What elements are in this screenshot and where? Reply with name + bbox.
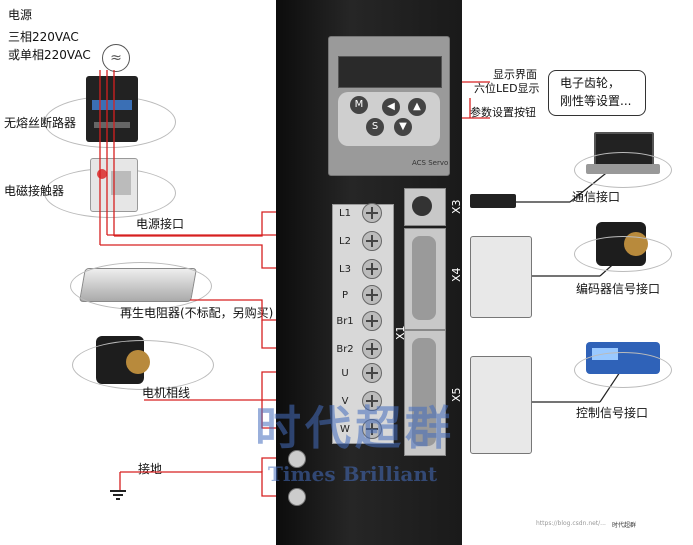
down-key[interactable]: ▼ [394,118,412,136]
terminal-screw [362,363,382,383]
x3-label: X3 [450,199,463,214]
encoder-ring [574,236,672,272]
breaker-icon [86,76,138,142]
terminal-label-br1: Br1 [336,316,354,327]
callout-line-1: 电子齿轮， [560,76,621,90]
encoder-port-label: 编码器信号接口 [576,282,661,296]
power-port-label: 电源接口 [136,217,185,231]
usb-cable-icon [470,194,516,208]
terminal-label-p: P [341,290,349,301]
power-three-phase: 三相220VAC [8,30,79,44]
terminal-screw [362,311,382,331]
control-plug-icon [470,356,532,454]
terminal-screw [362,419,382,439]
x5-dsub [412,338,436,446]
breaker-label: 无熔丝断路器 [4,116,77,130]
footer-url: https://blog.csdn.net/... [536,520,606,527]
terminal-label-l2: L2 [339,236,351,247]
left-key[interactable]: ◀ [382,98,400,116]
terminal-label-l3: L3 [339,264,351,275]
resistor-ring [70,262,212,310]
x4-dsub [412,236,436,320]
power-single-phase: 或单相220VAC [8,48,91,62]
ground-screw [288,488,306,506]
terminal-screw [362,231,382,251]
led-display [338,56,442,88]
callout-line-2: 刚性等设置... [560,94,632,108]
drive-model: ACS Servo [412,159,449,167]
x3-port [412,196,432,216]
x4-label: X4 [450,267,463,282]
contactor-label: 电磁接触器 [4,184,65,198]
terminal-screw [362,203,382,223]
laptop-ring [574,152,672,188]
terminal-screw [362,391,382,411]
terminal-label-br2: Br2 [336,344,354,355]
terminal-label-u: U [341,368,349,379]
terminal-label-w: W [340,424,350,435]
controller-ring [574,352,672,388]
regen-resistor-label: 再生电阻器(不标配，另购买) [120,306,274,320]
motor-phase-label: 电机相线 [142,386,191,400]
m-key[interactable]: M [350,96,368,114]
control-port-label: 控制信号接口 [576,406,649,420]
terminal-label-l1: L1 [339,208,351,219]
terminal-screw [362,339,382,359]
param-keys-label: 参数设置按钮 [470,106,536,119]
display-label: 显示界面 [493,68,537,81]
s-key[interactable]: S [366,118,384,136]
footer-brand: 时代超群 [612,522,637,529]
ground-icon [110,490,126,502]
terminal-screw [362,285,382,305]
comm-port-label: 通信接口 [572,190,621,204]
ground-screw [288,450,306,468]
motor-ring [72,340,214,390]
watermark-cn: 时代超群 [255,401,455,455]
up-key[interactable]: ▲ [408,98,426,116]
terminal-label-v: V [341,396,349,407]
led-label: 六位LED显示 [474,82,540,95]
settings-callout [548,70,646,116]
power-title: 电源 [8,8,33,22]
encoder-plug-icon [470,236,532,318]
ac-source-icon: ≈ [102,44,130,72]
watermark-en: Times Brilliant [268,462,438,486]
terminal-screw [362,259,382,279]
